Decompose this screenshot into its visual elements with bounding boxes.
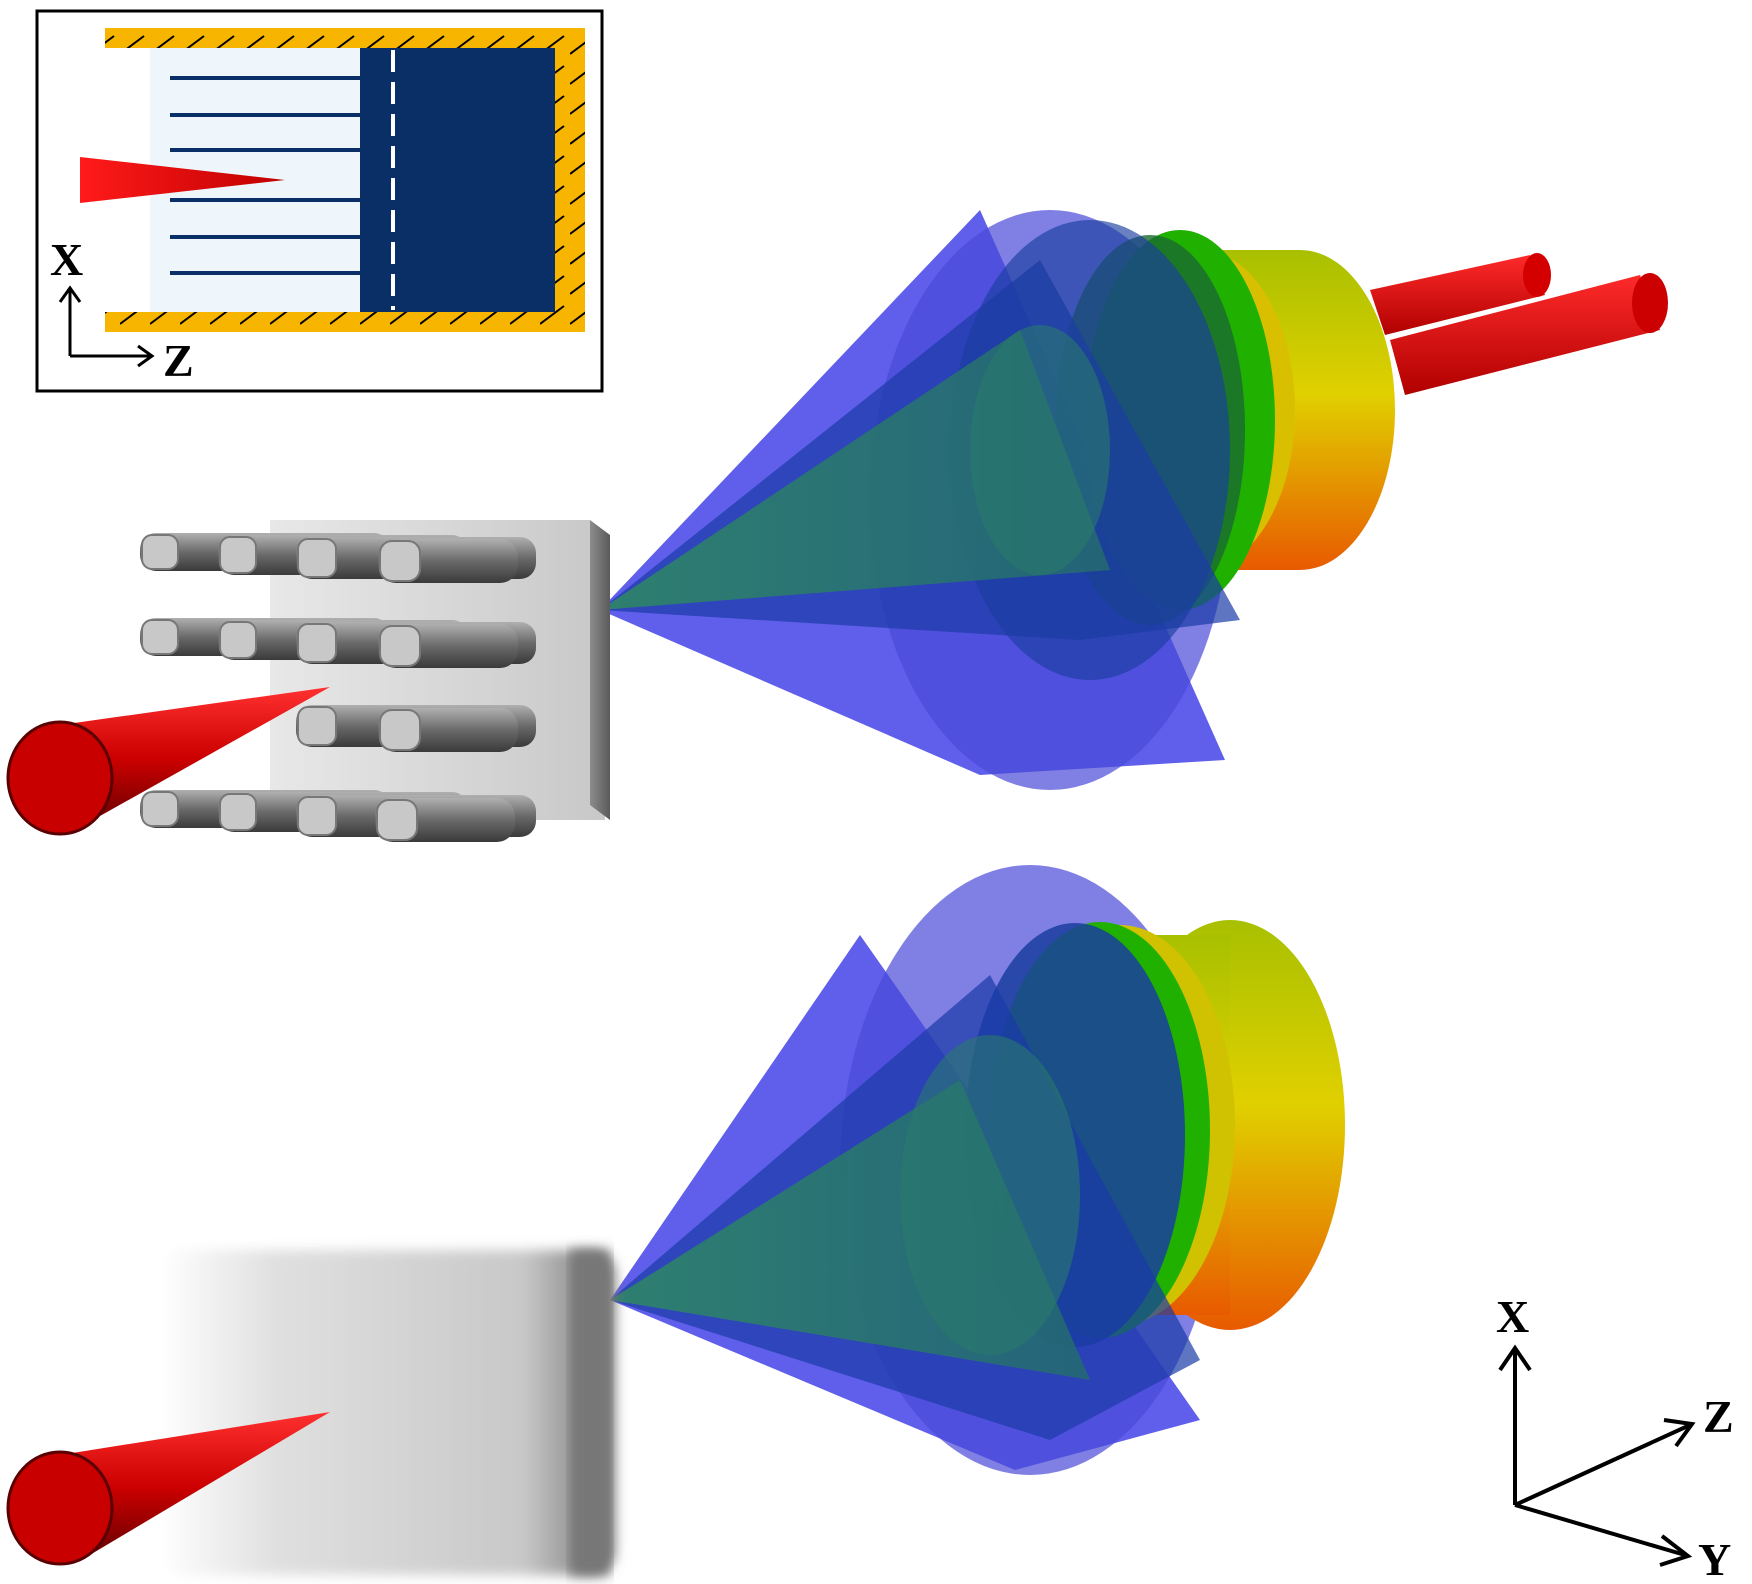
right-wall [555,28,585,332]
lower-laser-icon [6,1412,330,1566]
main-axis-z-label: Z [1703,1391,1734,1442]
axis-x-arrow-icon [1498,1344,1532,1372]
lower-emission-cone-inner [610,975,1200,1440]
bottom-wall [105,312,585,332]
inset-axis-x-label: X [50,234,83,285]
nanowire-scene [6,210,1668,842]
upper-laser-icon [6,687,330,836]
emission-cone-inner [600,220,1240,680]
flat-target-cube [160,1250,615,1575]
inset-axes [58,285,155,368]
top-wall [105,28,585,48]
axis-y-line [1514,1503,1686,1557]
target-substrate [360,48,555,312]
inset-schematic: X Z [35,9,604,393]
nanowire-lines [170,76,360,275]
main-axis-x-label: X [1496,1291,1529,1342]
inset-axis-z-label: Z [163,335,194,386]
nanowire-rods [140,533,536,842]
inset-laser-icon [80,157,285,203]
main-axis-y-label: Y [1698,1534,1731,1584]
axis-y-arrow-icon [1659,1534,1693,1567]
exit-beams [1370,253,1668,395]
flat-target-scene [6,865,1345,1575]
axis-z-arrow-icon [1663,1418,1696,1448]
main-axes [1498,1344,1696,1567]
axis-z-line [1514,1423,1691,1507]
